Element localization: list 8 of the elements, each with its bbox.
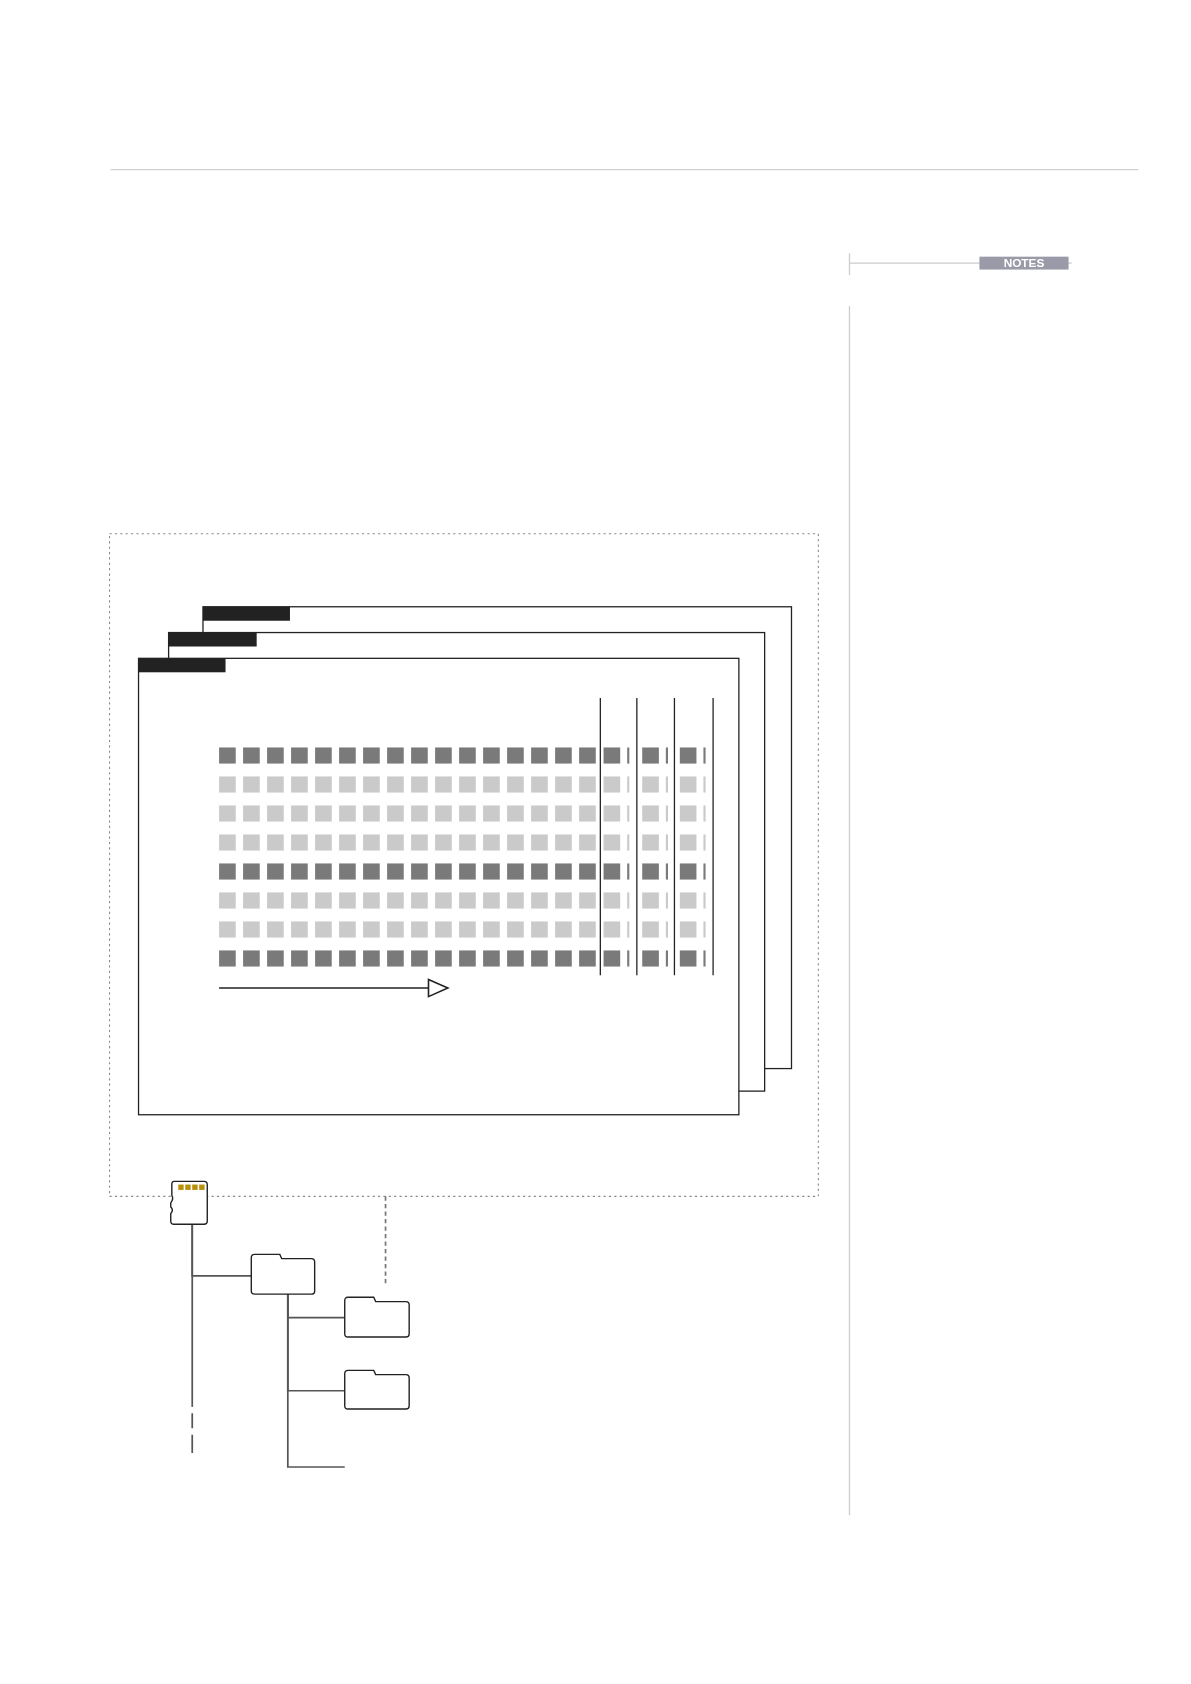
connector-line — [191, 1223, 194, 1454]
dotted-frame — [109, 533, 819, 1197]
folder-icon — [344, 1370, 410, 1409]
memory-card-icon — [170, 1181, 208, 1225]
folder-icon — [251, 1254, 315, 1295]
connector-line — [286, 1293, 346, 1468]
notes-tab: NOTES — [979, 256, 1069, 270]
folder-icon — [344, 1297, 410, 1338]
